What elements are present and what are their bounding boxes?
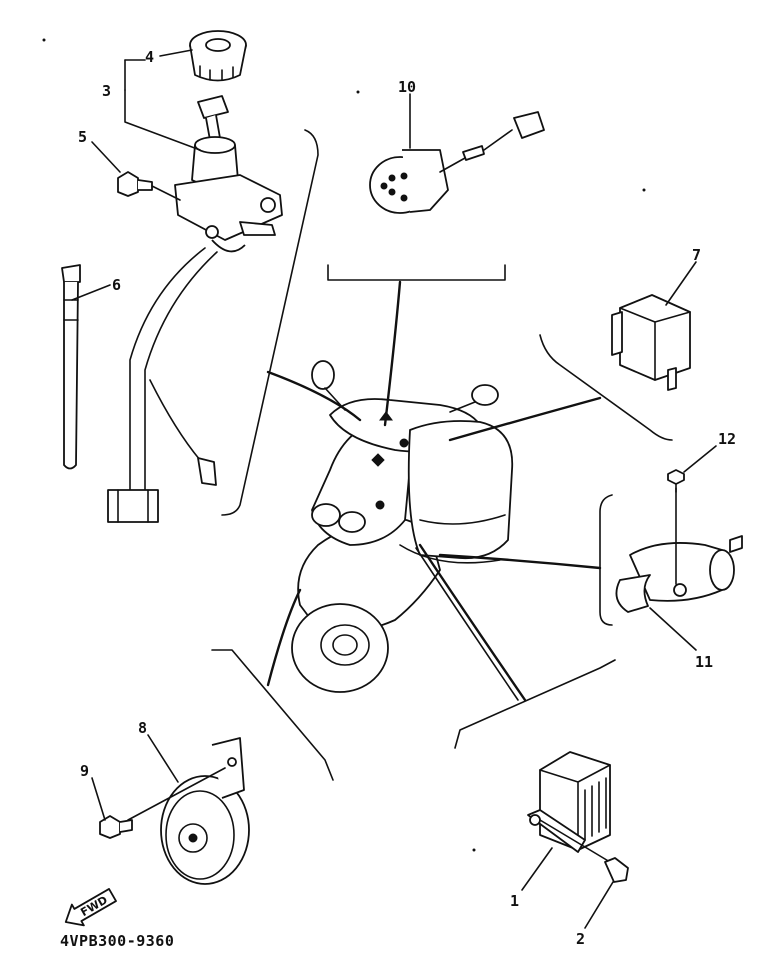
relay-7 xyxy=(611,294,691,391)
forward-direction-arrow: FWD xyxy=(64,888,117,927)
relay-10 xyxy=(369,111,545,214)
main-switch-assembly xyxy=(107,30,283,523)
callout-1: 1 xyxy=(510,892,519,910)
starter-relay-11 xyxy=(615,469,743,613)
leader-lines xyxy=(71,49,717,929)
callouts: 4 3 5 6 10 7 12 11 8 9 1 2 xyxy=(78,48,736,948)
callout-4: 4 xyxy=(145,48,154,66)
callout-12: 12 xyxy=(718,430,736,448)
callout-6: 6 xyxy=(112,276,121,294)
callout-2: 2 xyxy=(576,930,585,948)
regulator-1 xyxy=(527,751,629,883)
diagram-code: 4VPB300-9360 xyxy=(60,932,174,950)
screw-5 xyxy=(117,171,181,201)
callout-5: 5 xyxy=(78,128,87,146)
callout-11: 11 xyxy=(695,653,713,671)
cable-band-6 xyxy=(61,264,81,470)
horn-8 xyxy=(127,737,250,885)
callout-9: 9 xyxy=(80,762,89,780)
bolt-9 xyxy=(99,815,133,839)
group-brackets xyxy=(211,129,673,781)
scooter-outline xyxy=(291,360,514,693)
callout-10: 10 xyxy=(398,78,416,96)
callout-7: 7 xyxy=(692,246,701,264)
harness-wires xyxy=(266,280,602,702)
callout-3: 3 xyxy=(102,82,111,100)
callout-8: 8 xyxy=(138,719,147,737)
